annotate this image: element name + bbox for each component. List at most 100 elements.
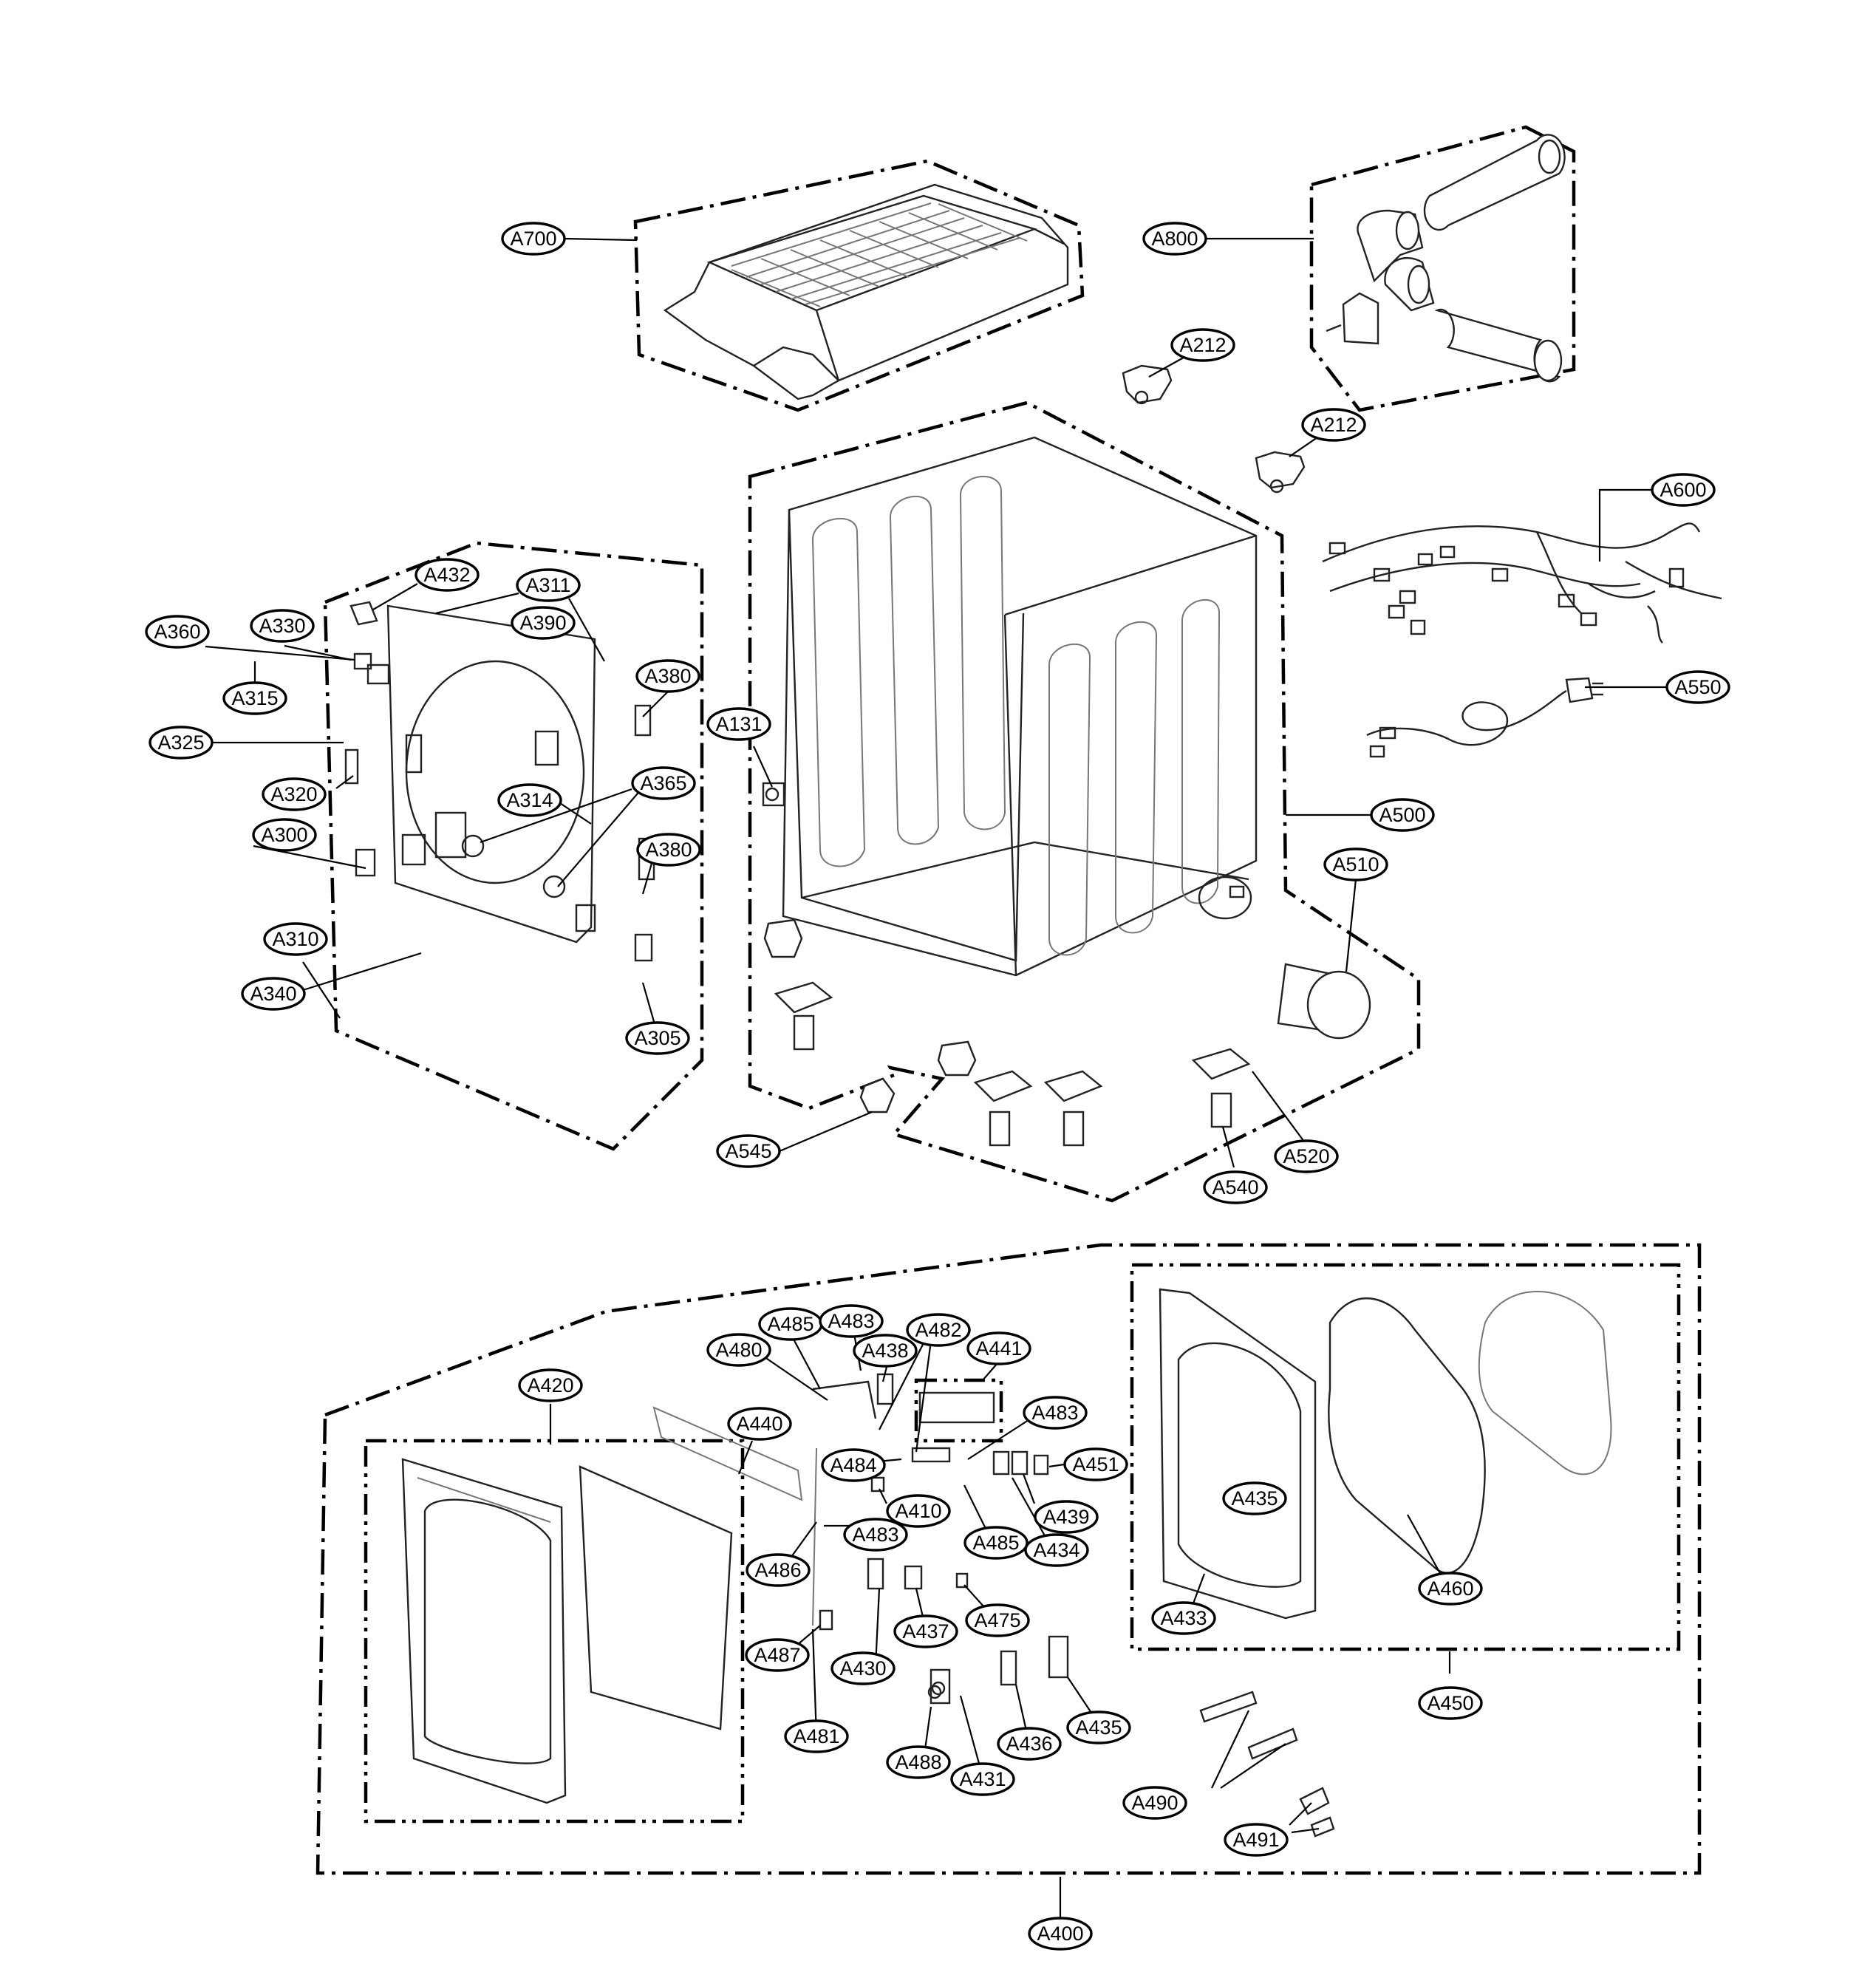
door-front-drawing: [401, 1458, 733, 1804]
callout-label: A510: [1332, 853, 1379, 876]
callout-label: A484: [830, 1454, 876, 1476]
callout-a540[interactable]: A540: [1203, 1170, 1268, 1204]
callout-a380-top[interactable]: A380: [635, 659, 700, 693]
callout-label: A550: [1674, 676, 1721, 698]
callout-a360[interactable]: A360: [145, 615, 210, 649]
callout-a483-mid[interactable]: A483: [843, 1518, 908, 1552]
callout-a365[interactable]: A365: [631, 766, 696, 800]
callout-a380-bottom[interactable]: A380: [636, 833, 701, 867]
callout-a439[interactable]: A439: [1034, 1500, 1099, 1534]
callout-labels: A700 A800 A212 A212 A600 A550 A500 A510 …: [145, 222, 1730, 1951]
callout-a451[interactable]: A451: [1063, 1447, 1128, 1481]
callout-a700[interactable]: A700: [501, 222, 566, 256]
callout-label: A212: [1179, 334, 1226, 356]
callout-a438[interactable]: A438: [853, 1334, 918, 1368]
callout-a430[interactable]: A430: [830, 1651, 896, 1685]
callout-a436[interactable]: A436: [997, 1727, 1062, 1761]
callout-a433[interactable]: A433: [1151, 1601, 1216, 1635]
callout-a212-right[interactable]: A212: [1301, 408, 1366, 442]
callout-a340[interactable]: A340: [241, 977, 306, 1011]
callout-label: A520: [1283, 1145, 1329, 1167]
callout-label: A491: [1232, 1829, 1279, 1851]
callout-a300[interactable]: A300: [252, 818, 317, 852]
callout-a550[interactable]: A550: [1665, 670, 1730, 704]
callout-a315[interactable]: A315: [222, 681, 287, 715]
callout-label: A451: [1072, 1453, 1119, 1476]
group-a800: [1309, 125, 1576, 412]
callout-a431[interactable]: A431: [950, 1762, 1015, 1796]
callout-a450[interactable]: A450: [1418, 1686, 1483, 1720]
callout-label: A439: [1043, 1506, 1089, 1528]
callout-a131[interactable]: A131: [706, 707, 771, 741]
callout-a545[interactable]: A545: [716, 1134, 781, 1168]
callout-label: A432: [423, 564, 470, 586]
callout-a480[interactable]: A480: [706, 1333, 771, 1367]
callout-label: A300: [261, 824, 307, 846]
callout-label: A380: [644, 665, 691, 687]
callout-a485-mid[interactable]: A485: [963, 1526, 1029, 1560]
callout-label: A325: [157, 731, 204, 754]
callout-a483-right[interactable]: A483: [1023, 1396, 1088, 1430]
callout-a400[interactable]: A400: [1028, 1917, 1093, 1951]
callout-label: A486: [754, 1559, 801, 1581]
callout-label: A433: [1160, 1607, 1207, 1629]
callout-label: A212: [1310, 414, 1357, 436]
callout-a311[interactable]: A311: [516, 568, 581, 602]
part-drawings: [344, 134, 1722, 1838]
callout-a520[interactable]: A520: [1274, 1139, 1339, 1173]
callout-a305[interactable]: A305: [625, 1021, 690, 1055]
callout-a435-lower[interactable]: A435: [1066, 1710, 1131, 1744]
callout-a490[interactable]: A490: [1122, 1786, 1187, 1820]
callout-label: A314: [506, 789, 553, 811]
callout-a482[interactable]: A482: [906, 1313, 971, 1347]
callout-a437[interactable]: A437: [893, 1614, 958, 1648]
callout-a485-top[interactable]: A485: [758, 1307, 823, 1341]
callout-a441[interactable]: A441: [966, 1331, 1031, 1365]
callout-label: A700: [510, 228, 556, 250]
front-panel-drawing: [344, 601, 655, 962]
callout-label: A360: [154, 621, 200, 643]
callout-a481[interactable]: A481: [784, 1719, 849, 1753]
callout-label: A487: [754, 1644, 800, 1666]
callout-a488[interactable]: A488: [886, 1745, 951, 1779]
callout-label: A131: [715, 713, 762, 735]
callout-label: A450: [1427, 1692, 1473, 1714]
callout-a800[interactable]: A800: [1142, 222, 1207, 256]
callout-label: A482: [915, 1319, 961, 1341]
door-hardware-drawing: [812, 1373, 1069, 1705]
group-boundaries: [315, 125, 1702, 1875]
callout-a420[interactable]: A420: [518, 1368, 583, 1402]
callout-a510[interactable]: A510: [1323, 847, 1388, 881]
callout-a410[interactable]: A410: [886, 1494, 951, 1528]
callout-a434[interactable]: A434: [1024, 1533, 1089, 1567]
callout-label: A438: [862, 1340, 908, 1362]
callout-a435-door[interactable]: A435: [1222, 1481, 1287, 1515]
callout-a440[interactable]: A440: [727, 1407, 792, 1441]
callout-a500[interactable]: A500: [1370, 798, 1435, 832]
callout-a310[interactable]: A310: [263, 922, 328, 956]
callout-a600[interactable]: A600: [1651, 473, 1716, 507]
callout-a330[interactable]: A330: [250, 609, 315, 643]
callout-a390[interactable]: A390: [511, 606, 576, 640]
callout-a314[interactable]: A314: [497, 783, 562, 817]
callout-label: A441: [975, 1337, 1022, 1360]
callout-a460[interactable]: A460: [1418, 1572, 1483, 1606]
callout-a320[interactable]: A320: [262, 777, 327, 811]
callout-a475[interactable]: A475: [965, 1603, 1030, 1637]
callout-a486[interactable]: A486: [746, 1553, 811, 1587]
callout-a212-top[interactable]: A212: [1170, 328, 1235, 362]
callout-a432[interactable]: A432: [415, 558, 480, 592]
callout-label: A540: [1212, 1176, 1258, 1198]
callout-a483-top[interactable]: A483: [819, 1304, 884, 1338]
callout-label: A483: [828, 1310, 874, 1332]
callout-label: A460: [1427, 1577, 1473, 1600]
callout-label: A420: [527, 1374, 573, 1396]
callout-a325[interactable]: A325: [149, 726, 214, 760]
callout-a491[interactable]: A491: [1224, 1823, 1289, 1857]
callout-label: A488: [895, 1751, 941, 1773]
group-a400: [315, 1243, 1702, 1875]
callout-a487[interactable]: A487: [745, 1638, 810, 1672]
callout-label: A340: [250, 983, 296, 1005]
callout-a484[interactable]: A484: [821, 1448, 886, 1482]
